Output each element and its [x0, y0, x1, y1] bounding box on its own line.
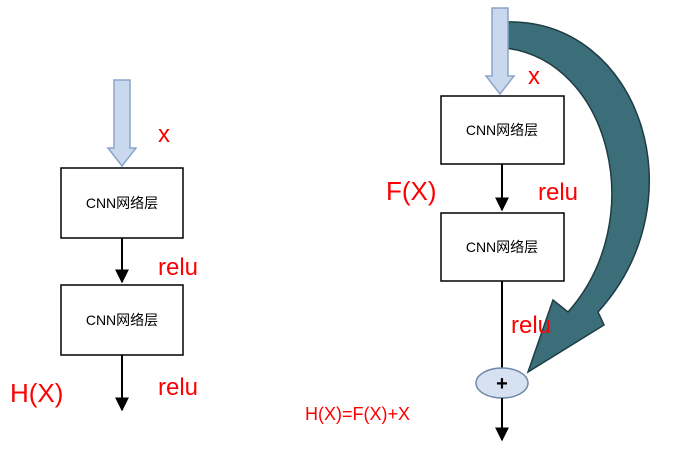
cnn-layer-label: CNN网络层: [86, 195, 158, 211]
cnn-layer-label: CNN网络层: [86, 312, 158, 328]
add-symbol: +: [496, 373, 508, 395]
skip-connection-arrow: [504, 21, 650, 374]
cnn-layer-label: CNN网络层: [466, 122, 538, 138]
f-label: F(X): [386, 176, 437, 206]
input-label: x: [158, 121, 170, 148]
relu-label: relu: [158, 254, 198, 281]
input-label: x: [528, 63, 540, 90]
cnn-layer-box: [60, 284, 184, 356]
input-arrow: [484, 7, 516, 96]
equation-label: H(X)=F(X)+X: [305, 404, 410, 424]
output-label: H(X): [10, 378, 63, 408]
relu-label: relu: [158, 374, 198, 401]
cnn-layer-label: CNN网络层: [466, 239, 538, 255]
cnn-layer-box: [60, 167, 184, 239]
residual-block: x CNN网络层 F(X) relu CNN网络层 relu + H(X)=F(…: [305, 7, 650, 442]
relu-label: relu: [538, 179, 578, 206]
input-arrow: [106, 79, 138, 168]
plain-network: x CNN网络层 relu CNN网络层 relu H(X): [10, 79, 198, 412]
relu-label: relu: [511, 312, 551, 339]
